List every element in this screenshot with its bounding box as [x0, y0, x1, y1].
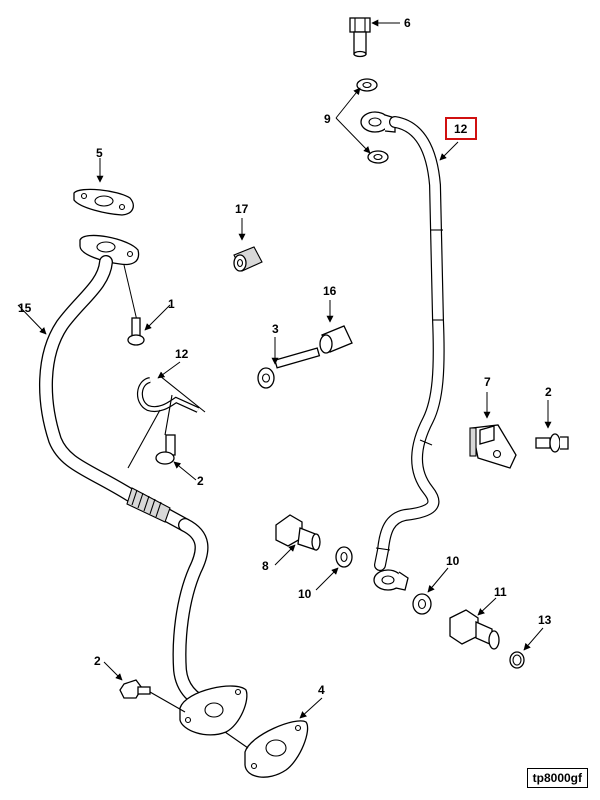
leader-line: [299, 697, 323, 719]
o-ring-part[interactable]: [509, 651, 525, 669]
callout-17: 17: [235, 202, 249, 216]
sleeve-part[interactable]: [319, 325, 353, 354]
capscrew-part[interactable]: [257, 347, 321, 389]
callout-2: 2: [197, 474, 204, 488]
reference-code: tp8000gf: [526, 768, 588, 788]
flange-screw-part[interactable]: [119, 679, 186, 713]
callout-16: 16: [323, 284, 337, 298]
sealing-washer-part[interactable]: [335, 546, 432, 615]
leader-line: [274, 544, 296, 566]
callout-8: 8: [262, 559, 269, 573]
callout-14: 13: [538, 613, 552, 627]
leader-line: [427, 567, 449, 593]
leader-line: [157, 361, 181, 379]
oil-drain-tube-part[interactable]: [39, 234, 248, 736]
banjo-bolt-part[interactable]: [349, 17, 371, 58]
flange-screw-part[interactable]: [535, 433, 569, 453]
leader-line: [144, 304, 171, 331]
callout-11: 11: [494, 585, 507, 599]
leader-line: [17, 304, 47, 335]
callout-3: 3: [272, 322, 279, 336]
leader-line: [173, 461, 197, 481]
flange-screw-part[interactable]: [155, 434, 176, 465]
adapter-part[interactable]: [449, 609, 500, 650]
callout-2: 2: [94, 654, 101, 668]
spacer-part[interactable]: [233, 246, 263, 272]
gasket-part[interactable]: [73, 188, 134, 216]
banjo-fitting-part[interactable]: [275, 514, 321, 551]
leader-line: [477, 597, 497, 616]
callout-5: 5: [96, 146, 103, 160]
highlight-box: [445, 117, 477, 140]
leader-line: [103, 661, 123, 681]
callout-12[interactable]: 12: [454, 122, 468, 136]
callout-4: 4: [318, 683, 325, 697]
leader-line: [335, 87, 361, 119]
screw-part[interactable]: [123, 264, 145, 346]
leader-line: [335, 117, 371, 154]
callout-15: 15: [18, 301, 32, 315]
leader-line: [523, 627, 544, 651]
sealing-washer-part[interactable]: [356, 78, 389, 164]
callout-7: 7: [484, 375, 491, 389]
callout-2: 2: [545, 385, 552, 399]
callout-10: 10: [298, 587, 312, 601]
leader-line: [315, 567, 339, 591]
callout-10: 10: [446, 554, 460, 568]
callout-1: 1: [168, 297, 175, 311]
oil-supply-tube-part[interactable]: [360, 111, 445, 591]
clamp-bracket-part[interactable]: [469, 424, 517, 469]
callout-9: 9: [324, 112, 331, 126]
callout-13: 12: [175, 347, 189, 361]
connector-line: [127, 409, 161, 469]
leader-line: [439, 141, 459, 161]
p-clamp-part[interactable]: [137, 375, 206, 436]
flange-gasket-part[interactable]: [224, 720, 309, 778]
callout-6: 6: [404, 16, 411, 30]
